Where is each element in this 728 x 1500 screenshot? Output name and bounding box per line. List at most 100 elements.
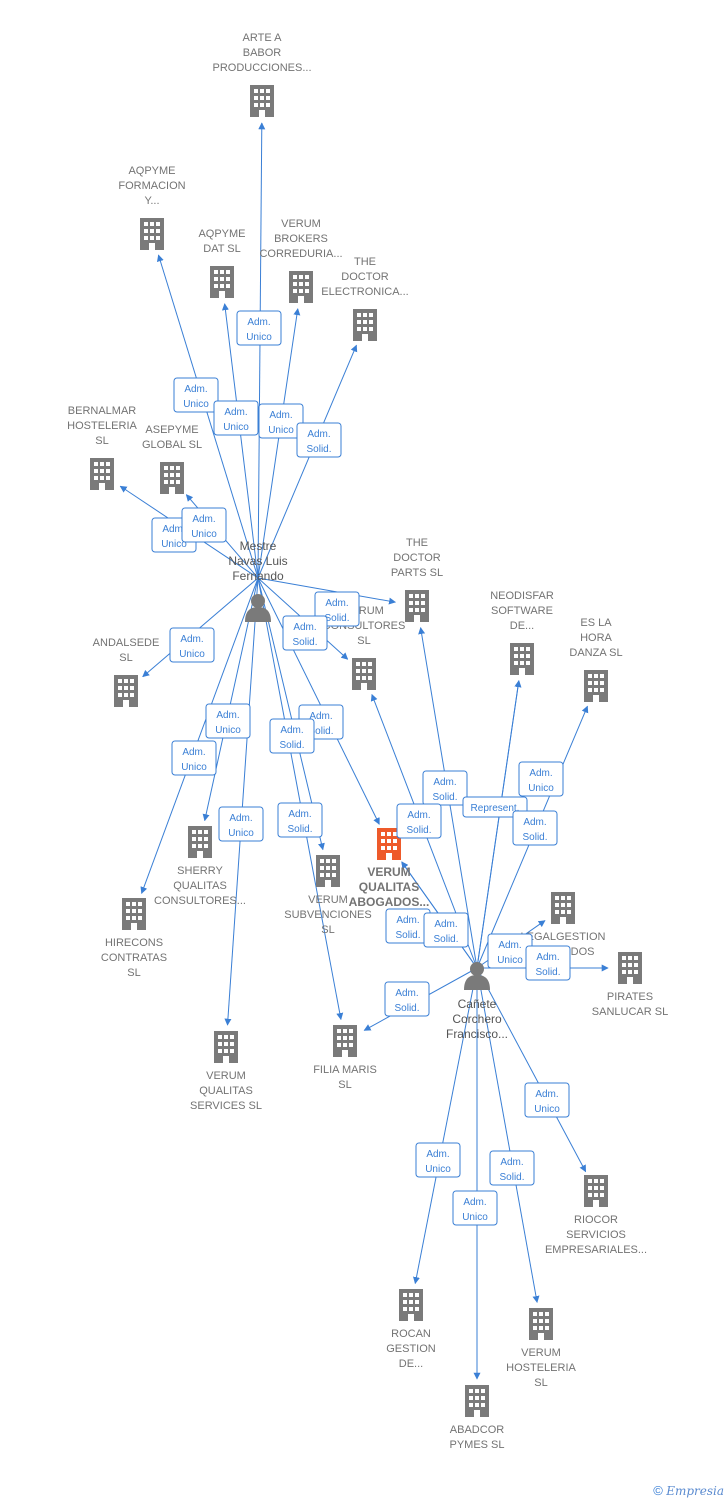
company-node-arte[interactable]: ARTE ABABORPRODUCCIONES... bbox=[212, 32, 312, 117]
company-label-line[interactable]: SL bbox=[357, 635, 370, 647]
building-icon[interactable] bbox=[352, 658, 376, 690]
company-label-line[interactable]: ASEPYME bbox=[145, 424, 198, 436]
company-node-aqdat[interactable]: AQPYME DAT SL bbox=[198, 228, 246, 298]
company-label-line[interactable]: SUBVENCIONES bbox=[284, 909, 371, 921]
company-label-line[interactable]: SANLUCAR SL bbox=[592, 1006, 668, 1018]
company-node-verabog[interactable]: VERUMQUALITASABOGADOS... bbox=[349, 828, 430, 909]
company-label-line[interactable]: ELECTRONICA... bbox=[321, 286, 408, 298]
building-icon[interactable] bbox=[114, 675, 138, 707]
company-node-verbrok[interactable]: VERUM BROKERS CORREDURIA... bbox=[259, 218, 343, 303]
company-label-line[interactable]: PIRATES bbox=[607, 991, 653, 1003]
person-icon[interactable] bbox=[245, 594, 271, 622]
company-label-line[interactable]: VERUM bbox=[367, 865, 410, 879]
company-label-line[interactable]: BERNALMAR bbox=[68, 405, 137, 417]
company-label-line[interactable]: CORREDURIA... bbox=[259, 248, 342, 260]
company-label-line[interactable]: DOCTOR bbox=[393, 552, 441, 564]
person-node-canete[interactable]: CañeteCorcheroFrancisco... bbox=[446, 962, 508, 1041]
company-label-line[interactable]: HIRECONS bbox=[105, 937, 163, 949]
building-icon[interactable] bbox=[405, 590, 429, 622]
company-label-line[interactable]: BROKERS bbox=[274, 233, 328, 245]
company-label-line[interactable]: AQPYME bbox=[198, 228, 245, 240]
company-label-line[interactable]: THE bbox=[354, 256, 376, 268]
company-label-line[interactable]: DAT SL bbox=[203, 243, 241, 255]
building-icon[interactable] bbox=[122, 898, 146, 930]
company-label-line[interactable]: CONSULTORES... bbox=[154, 895, 246, 907]
company-label-line[interactable]: SL bbox=[127, 967, 140, 979]
company-node-pirates[interactable]: PIRATES SANLUCAR SL bbox=[592, 952, 668, 1018]
company-label-line[interactable]: SL bbox=[321, 924, 334, 936]
company-label-line[interactable]: QUALITAS bbox=[359, 880, 419, 894]
person-label-line[interactable]: Corchero bbox=[452, 1012, 502, 1026]
company-node-asepyme[interactable]: ASEPYME GLOBAL SL bbox=[142, 424, 202, 494]
person-label-line[interactable]: Mestre bbox=[240, 539, 277, 553]
company-label-line[interactable]: ABOGADOS... bbox=[349, 895, 430, 909]
company-label-line[interactable]: GLOBAL SL bbox=[142, 439, 202, 451]
company-label-line[interactable]: NEODISFAR bbox=[490, 590, 554, 602]
building-icon[interactable] bbox=[529, 1308, 553, 1340]
company-label-line[interactable]: GESTION bbox=[386, 1343, 436, 1355]
company-label-line[interactable]: DE... bbox=[399, 1358, 423, 1370]
company-label-line[interactable]: SHERRY bbox=[177, 865, 223, 877]
company-label-line[interactable]: PARTS SL bbox=[391, 567, 443, 579]
company-label-line[interactable]: VERUM bbox=[521, 1347, 561, 1359]
company-label-line[interactable]: ROCAN bbox=[391, 1328, 431, 1340]
company-label-line[interactable]: RIOCOR bbox=[574, 1214, 618, 1226]
company-label-line[interactable]: SERVICES SL bbox=[190, 1100, 262, 1112]
company-label-line[interactable]: HOSTELERIA bbox=[506, 1362, 576, 1374]
person-label-line[interactable]: Fernando bbox=[232, 569, 284, 583]
company-node-riocor[interactable]: RIOCOR SERVICIOS EMPRESARIALES... bbox=[545, 1175, 647, 1256]
company-node-verserv[interactable]: VERUM QUALITAS SERVICES SL bbox=[190, 1031, 262, 1112]
company-label-line[interactable]: SL bbox=[119, 652, 132, 664]
building-icon[interactable] bbox=[316, 855, 340, 887]
building-icon[interactable] bbox=[584, 1175, 608, 1207]
person-label-line[interactable]: Francisco... bbox=[446, 1027, 508, 1041]
company-label-line[interactable]: HOSTELERIA bbox=[67, 420, 137, 432]
company-label-line[interactable]: SL bbox=[338, 1079, 351, 1091]
company-label-line[interactable]: VERUM bbox=[281, 218, 321, 230]
company-label-line[interactable]: SERVICIOS bbox=[566, 1229, 626, 1241]
building-icon[interactable] bbox=[140, 218, 164, 250]
building-icon[interactable] bbox=[353, 309, 377, 341]
company-label-line[interactable]: FORMACION bbox=[118, 180, 185, 192]
building-icon[interactable] bbox=[210, 266, 234, 298]
company-label-line[interactable]: AQPYME bbox=[128, 165, 175, 177]
company-label-line[interactable]: EMPRESARIALES... bbox=[545, 1244, 647, 1256]
company-label-line[interactable]: DOCTOR bbox=[341, 271, 389, 283]
building-icon[interactable] bbox=[465, 1385, 489, 1417]
company-label-line[interactable]: QUALITAS bbox=[173, 880, 227, 892]
company-label-line[interactable]: QUALITAS bbox=[199, 1085, 253, 1097]
company-node-hirecons[interactable]: HIRECONS CONTRATAS SL bbox=[101, 898, 167, 979]
company-label-line[interactable]: LEGALGESTION bbox=[521, 931, 606, 943]
company-node-docparts[interactable]: THE DOCTOR PARTS SL bbox=[391, 537, 443, 622]
building-icon[interactable] bbox=[160, 462, 184, 494]
company-label-line[interactable]: THE bbox=[406, 537, 428, 549]
company-label-line[interactable]: DANZA SL bbox=[569, 647, 622, 659]
building-icon[interactable] bbox=[90, 458, 114, 490]
building-icon[interactable] bbox=[399, 1289, 423, 1321]
company-label-line[interactable]: Y... bbox=[144, 195, 159, 207]
building-icon[interactable] bbox=[618, 952, 642, 984]
company-label-line[interactable]: SOFTWARE bbox=[491, 605, 553, 617]
brand-logo-text[interactable]: Empresia bbox=[666, 1484, 724, 1498]
company-label-line[interactable]: SL bbox=[534, 1377, 547, 1389]
building-icon[interactable] bbox=[188, 826, 212, 858]
building-icon[interactable] bbox=[333, 1025, 357, 1057]
company-label-line[interactable]: PRODUCCIONES... bbox=[212, 62, 311, 74]
company-label-line[interactable]: HORA bbox=[580, 632, 612, 644]
company-node-aqform[interactable]: AQPYME FORMACION Y... bbox=[118, 165, 186, 250]
company-node-docelec[interactable]: THE DOCTOR ELECTRONICA... bbox=[321, 256, 409, 341]
company-node-verhost[interactable]: VERUM HOSTELERIA SL bbox=[506, 1308, 577, 1389]
company-label-line[interactable]: PYMES SL bbox=[449, 1439, 504, 1451]
company-label-line[interactable]: VERUM bbox=[206, 1070, 246, 1082]
building-icon[interactable] bbox=[289, 271, 313, 303]
person-label-line[interactable]: Navas Luis bbox=[228, 554, 287, 568]
building-icon[interactable] bbox=[551, 892, 575, 924]
company-label-line[interactable]: CONTRATAS bbox=[101, 952, 167, 964]
company-node-rocan[interactable]: ROCAN GESTION DE... bbox=[386, 1289, 436, 1370]
